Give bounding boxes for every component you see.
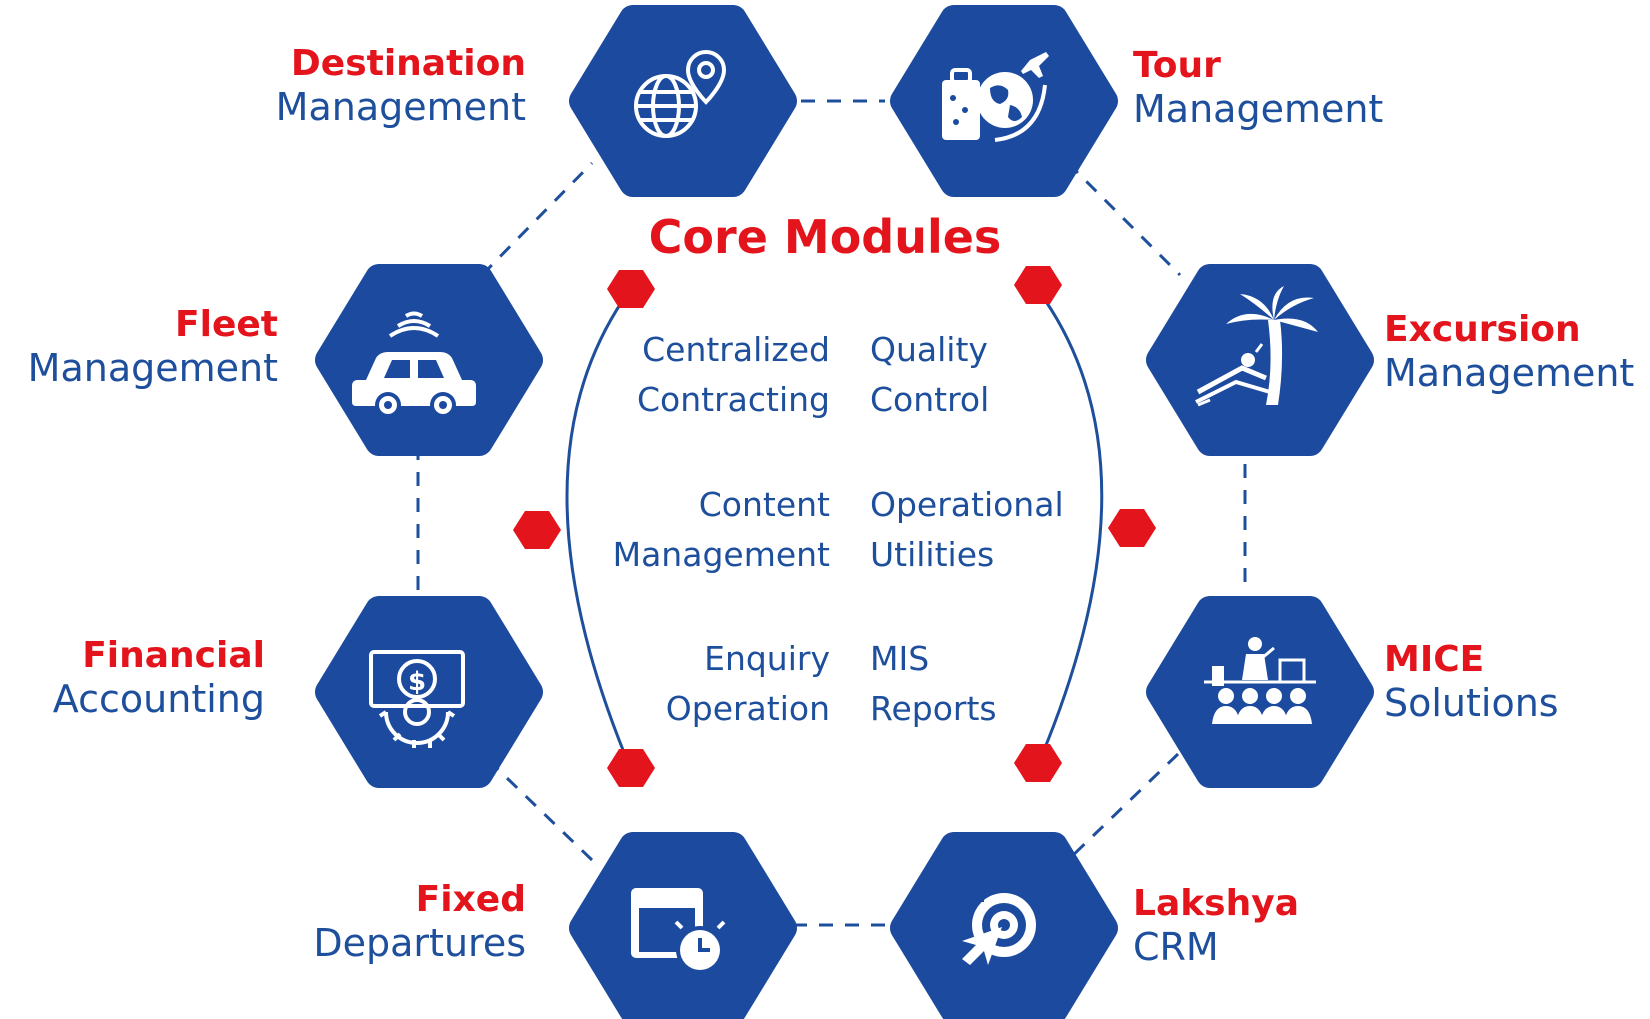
label-financial: Financial Accounting	[52, 635, 265, 722]
module-hexagons	[315, 5, 1374, 1019]
label-tour: Tour Management	[1133, 45, 1384, 132]
center-item-right-1: Quality Control	[870, 330, 990, 419]
red-marker-bottom-right	[1014, 744, 1062, 782]
red-marker-top-right	[1014, 266, 1062, 304]
connected-car-icon	[352, 311, 476, 418]
globe-pin-icon	[634, 49, 727, 138]
red-markers	[513, 266, 1156, 787]
red-marker-top-left	[607, 270, 655, 308]
calendar-clock-icon	[631, 888, 726, 974]
connector-mice-lakshya	[1066, 752, 1180, 862]
label-excursion: Excursion Management	[1384, 309, 1635, 396]
center-item-right-3: MIS Reports	[870, 639, 997, 728]
hexagon-destination[interactable]	[569, 5, 797, 197]
connector-fleet-destination	[480, 161, 594, 277]
inner-arc-left	[565, 299, 627, 756]
label-mice: MICE Solutions	[1384, 639, 1559, 726]
inner-arc-right	[1040, 299, 1104, 756]
inner-arcs	[565, 299, 1104, 756]
target-icon	[962, 880, 1036, 965]
money-gear-icon: $	[369, 650, 465, 748]
beach-palm-icon	[1195, 286, 1318, 407]
red-marker-mid-right	[1108, 509, 1156, 547]
label-destination: Destination Management	[275, 43, 526, 130]
label-fixed: Fixed Departures	[313, 879, 526, 966]
label-lakshya: Lakshya CRM	[1133, 883, 1299, 970]
connector-tour-excursion	[1066, 161, 1182, 277]
connector-fixed-financial	[480, 752, 594, 862]
red-marker-bottom-left	[607, 749, 655, 787]
hexagon-mice[interactable]	[1146, 596, 1374, 788]
red-marker-mid-left	[513, 511, 561, 549]
label-fleet: Fleet Management	[27, 304, 278, 391]
center-item-left-1: Centralized Contracting	[637, 330, 830, 419]
conference-icon	[1204, 637, 1316, 724]
luggage-globe-icon	[942, 52, 1049, 142]
svg-text:$: $	[408, 667, 426, 697]
center-item-left-3: Enquiry Operation	[665, 639, 830, 728]
core-modules-title: Core Modules	[648, 210, 1002, 264]
center-item-right-2: Operational Utilities	[870, 485, 1064, 574]
center-item-left-2: Content Management	[612, 485, 830, 574]
